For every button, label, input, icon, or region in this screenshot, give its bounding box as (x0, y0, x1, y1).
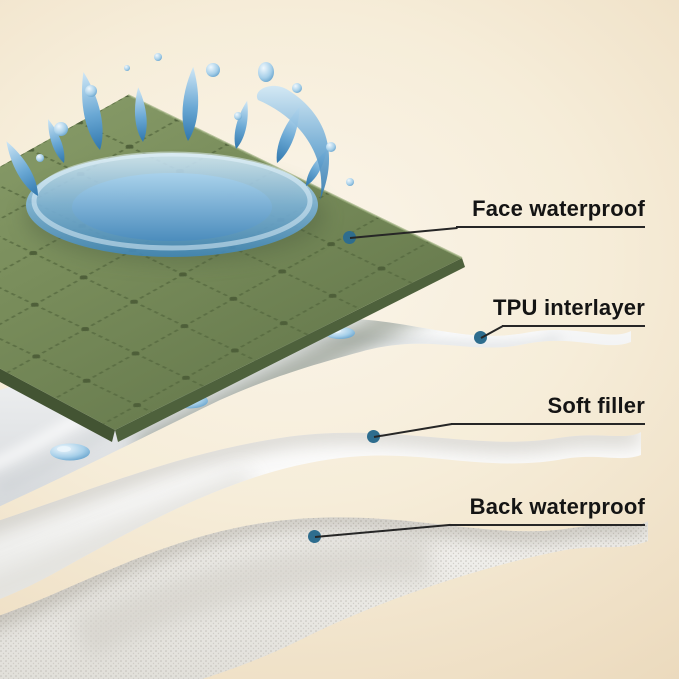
layer-back-waterproof-graphic (0, 517, 648, 679)
label-face-waterproof: Face waterproof (472, 196, 645, 221)
callout-dot-face-waterproof (343, 231, 356, 244)
leader-line-face-waterproof (349, 227, 458, 239)
layer-face-waterproof-graphic (0, 94, 465, 442)
leader-line-soft-filler (373, 422, 453, 438)
leader-underline-tpu-interlayer (502, 325, 645, 327)
callout-dot-back-waterproof (308, 530, 321, 543)
label-back-waterproof: Back waterproof (469, 494, 645, 519)
leader-underline-back-waterproof (449, 524, 645, 526)
leader-underline-face-waterproof (456, 226, 645, 228)
layer-soft-filler-graphic (0, 432, 641, 610)
leader-underline-soft-filler (451, 423, 645, 425)
label-soft-filler: Soft filler (547, 393, 645, 418)
label-tpu-interlayer: TPU interlayer (493, 295, 645, 320)
water-droplets (50, 327, 355, 461)
callout-dot-soft-filler (367, 430, 380, 443)
leader-line-back-waterproof (314, 523, 451, 538)
water-splash-graphic (0, 53, 354, 262)
